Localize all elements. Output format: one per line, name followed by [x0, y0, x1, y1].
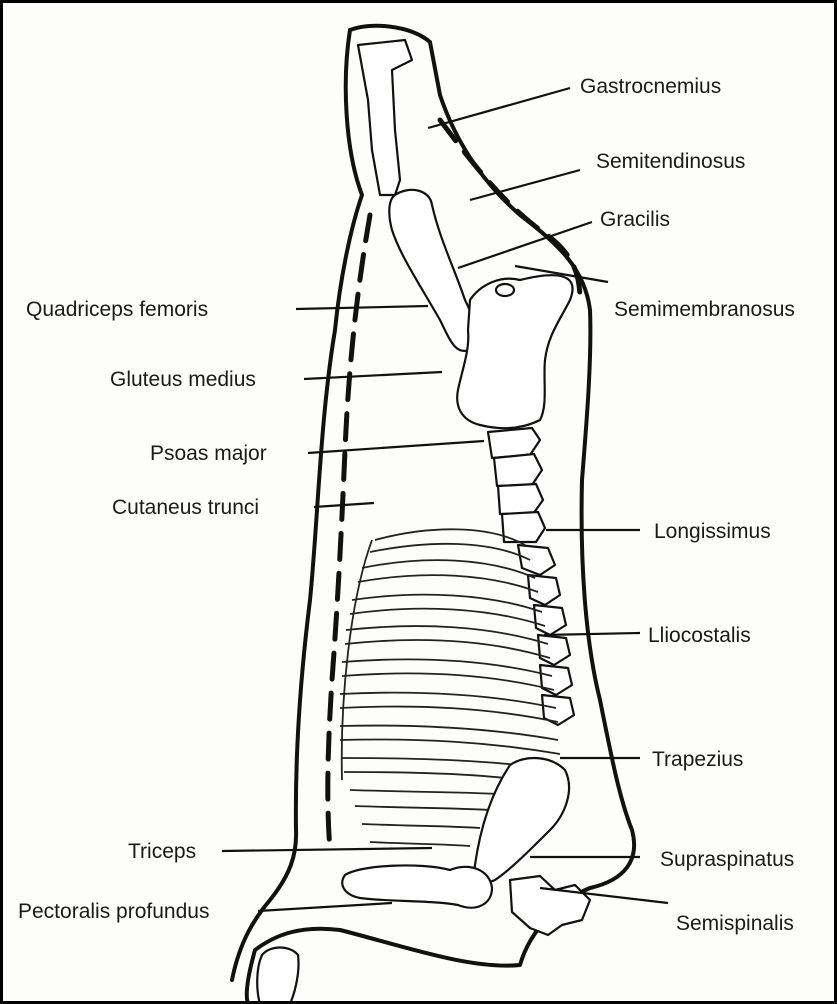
- lumbar-vertebrae: [488, 428, 545, 542]
- label-supraspinatus: Supraspinatus: [660, 848, 794, 871]
- leader-psoas-major: [308, 441, 484, 453]
- tarsal-bone: [358, 40, 412, 195]
- leader-lliocostalis: [544, 633, 640, 635]
- label-psoas-major: Psoas major: [150, 442, 267, 465]
- label-triceps: Triceps: [128, 840, 196, 863]
- label-semispinalis: Semispinalis: [676, 912, 794, 935]
- leader-triceps: [222, 848, 432, 851]
- label-lliocostalis: Lliocostalis: [648, 624, 751, 647]
- label-gastrocnemius: Gastrocnemius: [580, 75, 721, 98]
- tibia-bone: [389, 190, 475, 351]
- leader-gluteus-medius: [304, 372, 442, 379]
- femur-bone: [457, 275, 572, 428]
- label-cutaneus-trunci: Cutaneus trunci: [112, 496, 259, 519]
- leader-pectoralis-profundus: [258, 903, 392, 911]
- label-trapezius: Trapezius: [652, 748, 743, 771]
- label-gluteus-medius: Gluteus medius: [110, 368, 256, 391]
- pelvis-hole: [496, 284, 514, 296]
- label-semimembranosus: Semimembranosus: [614, 298, 795, 321]
- shank-bone: [257, 948, 298, 1004]
- leader-semitendinosus: [470, 170, 580, 200]
- label-longissimus: Longissimus: [654, 520, 771, 543]
- fat-line-left: [328, 215, 370, 850]
- leader-gastrocnemius: [428, 88, 570, 128]
- leader-quadriceps-femoris: [296, 306, 428, 309]
- label-pectoralis-profundus: Pectoralis profundus: [18, 900, 209, 923]
- humerus-bone: [342, 865, 492, 907]
- cervical-vertebrae: [510, 876, 590, 935]
- label-semitendinosus: Semitendinosus: [596, 150, 745, 173]
- label-quadriceps-femoris: Quadriceps femoris: [26, 298, 208, 321]
- label-gracilis: Gracilis: [600, 208, 670, 231]
